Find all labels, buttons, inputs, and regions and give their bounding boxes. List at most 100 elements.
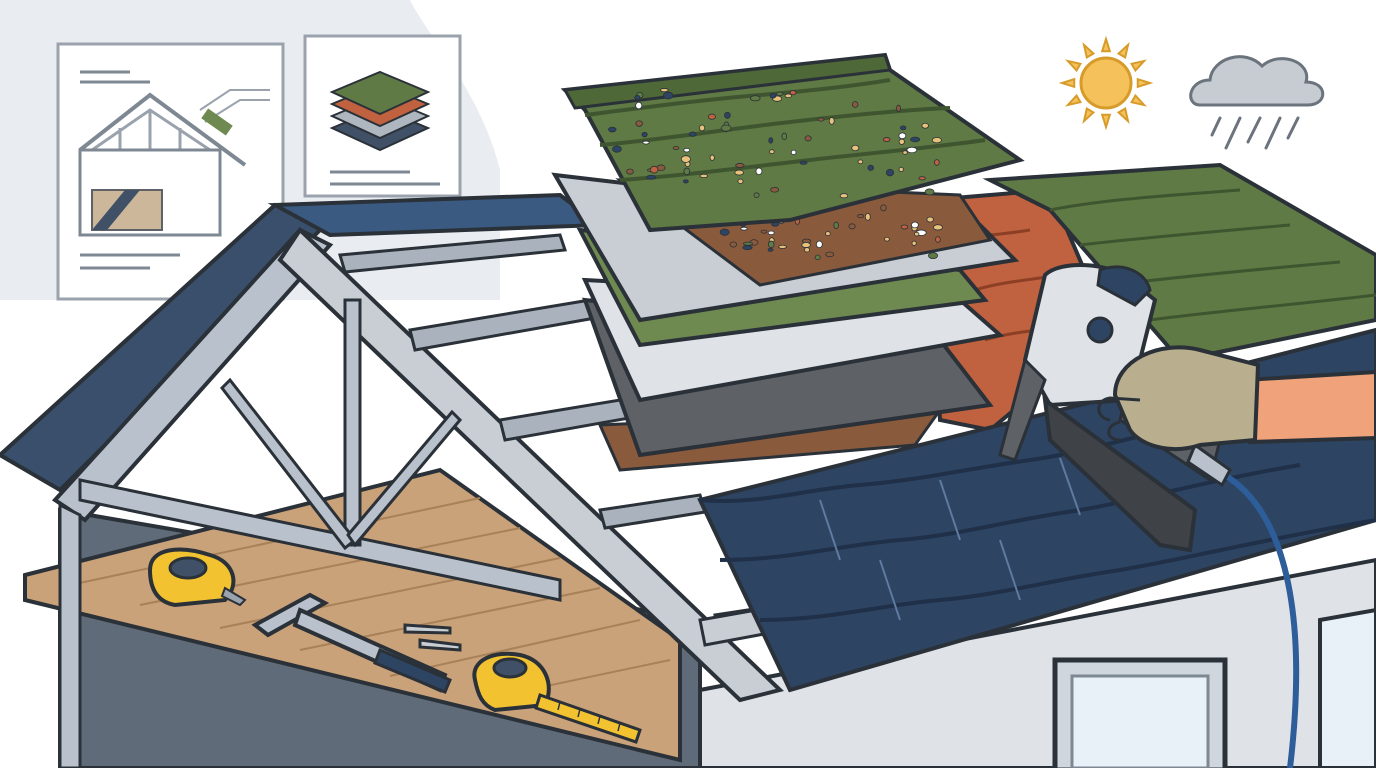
granule	[851, 101, 859, 108]
granule	[880, 204, 887, 212]
granule	[682, 179, 689, 184]
granule	[735, 163, 745, 168]
granule	[815, 240, 823, 249]
granule	[896, 104, 901, 112]
granule	[769, 92, 777, 99]
granule	[911, 240, 917, 246]
granule	[910, 136, 921, 143]
granule	[825, 251, 835, 258]
granule	[884, 236, 890, 242]
sun-ray	[1064, 93, 1082, 107]
granule	[776, 91, 784, 97]
granule	[749, 95, 761, 102]
tape-measure-icon	[147, 547, 247, 608]
tape-measure-icon-2	[472, 651, 642, 744]
granule	[924, 188, 935, 196]
sun-ray	[1082, 107, 1096, 125]
granule	[737, 178, 744, 184]
granule	[898, 166, 904, 173]
granule	[839, 193, 849, 199]
granule	[699, 173, 709, 178]
granule	[790, 149, 797, 156]
sun-ray	[1058, 77, 1076, 89]
granule	[867, 164, 874, 171]
sun-ray	[1116, 41, 1130, 59]
granule	[898, 132, 907, 140]
granule	[734, 169, 744, 176]
granule	[918, 176, 926, 181]
sun-ray	[1116, 107, 1130, 125]
granule	[646, 174, 657, 180]
gloved-hand-icon	[1097, 345, 1376, 452]
granule	[814, 254, 821, 261]
granule	[612, 145, 622, 153]
granule	[767, 230, 775, 236]
granule	[642, 140, 650, 145]
granule	[784, 93, 793, 98]
granule	[885, 168, 895, 177]
granule	[882, 137, 891, 143]
granule	[928, 252, 939, 260]
granule	[828, 117, 835, 125]
granule	[781, 132, 788, 141]
granule	[804, 247, 810, 253]
granule	[729, 241, 738, 248]
green-stone-coated-tile-sheet	[560, 52, 1025, 233]
granule	[626, 168, 634, 175]
sun-ray	[1100, 35, 1112, 53]
granule	[799, 160, 808, 165]
granule	[778, 244, 787, 249]
granule	[719, 228, 730, 236]
sun-ray	[1082, 41, 1096, 59]
granule	[634, 95, 641, 101]
granule	[801, 242, 811, 248]
granule	[848, 223, 856, 230]
granule	[899, 125, 907, 131]
granule	[635, 120, 643, 127]
granule	[768, 137, 774, 144]
granule	[769, 149, 775, 155]
granule	[608, 126, 617, 133]
granule	[902, 150, 908, 155]
granule	[926, 216, 934, 223]
granule	[743, 241, 753, 246]
granule	[753, 192, 760, 198]
sun-ray	[1064, 59, 1082, 73]
nails-icon	[403, 623, 462, 652]
sun-ray	[1100, 113, 1112, 131]
granule	[931, 137, 942, 144]
granule	[707, 113, 716, 120]
hammer-icon	[251, 592, 452, 694]
granule	[911, 221, 919, 229]
granule	[906, 146, 918, 154]
granule	[921, 122, 929, 129]
granule	[740, 226, 748, 231]
granule	[935, 236, 941, 243]
granule	[760, 229, 768, 234]
granule	[755, 167, 763, 176]
granule	[660, 88, 669, 93]
granule	[789, 90, 797, 96]
granule	[720, 124, 732, 132]
sun-ray	[1136, 77, 1154, 89]
granule	[683, 147, 691, 153]
air-hose	[1213, 467, 1300, 768]
granule	[724, 111, 731, 119]
granule	[688, 131, 697, 137]
sun-ray	[1130, 59, 1148, 73]
sun-icon	[1058, 35, 1154, 131]
granule	[662, 91, 674, 100]
granule	[641, 131, 648, 138]
granule	[833, 221, 839, 229]
granule	[900, 224, 909, 230]
granule	[650, 165, 659, 174]
granule	[683, 167, 691, 176]
granule	[672, 146, 680, 150]
granule	[817, 117, 825, 122]
granule	[851, 144, 860, 152]
granule	[680, 155, 691, 163]
granule	[857, 214, 865, 219]
granule	[709, 154, 715, 161]
granule	[635, 101, 643, 110]
